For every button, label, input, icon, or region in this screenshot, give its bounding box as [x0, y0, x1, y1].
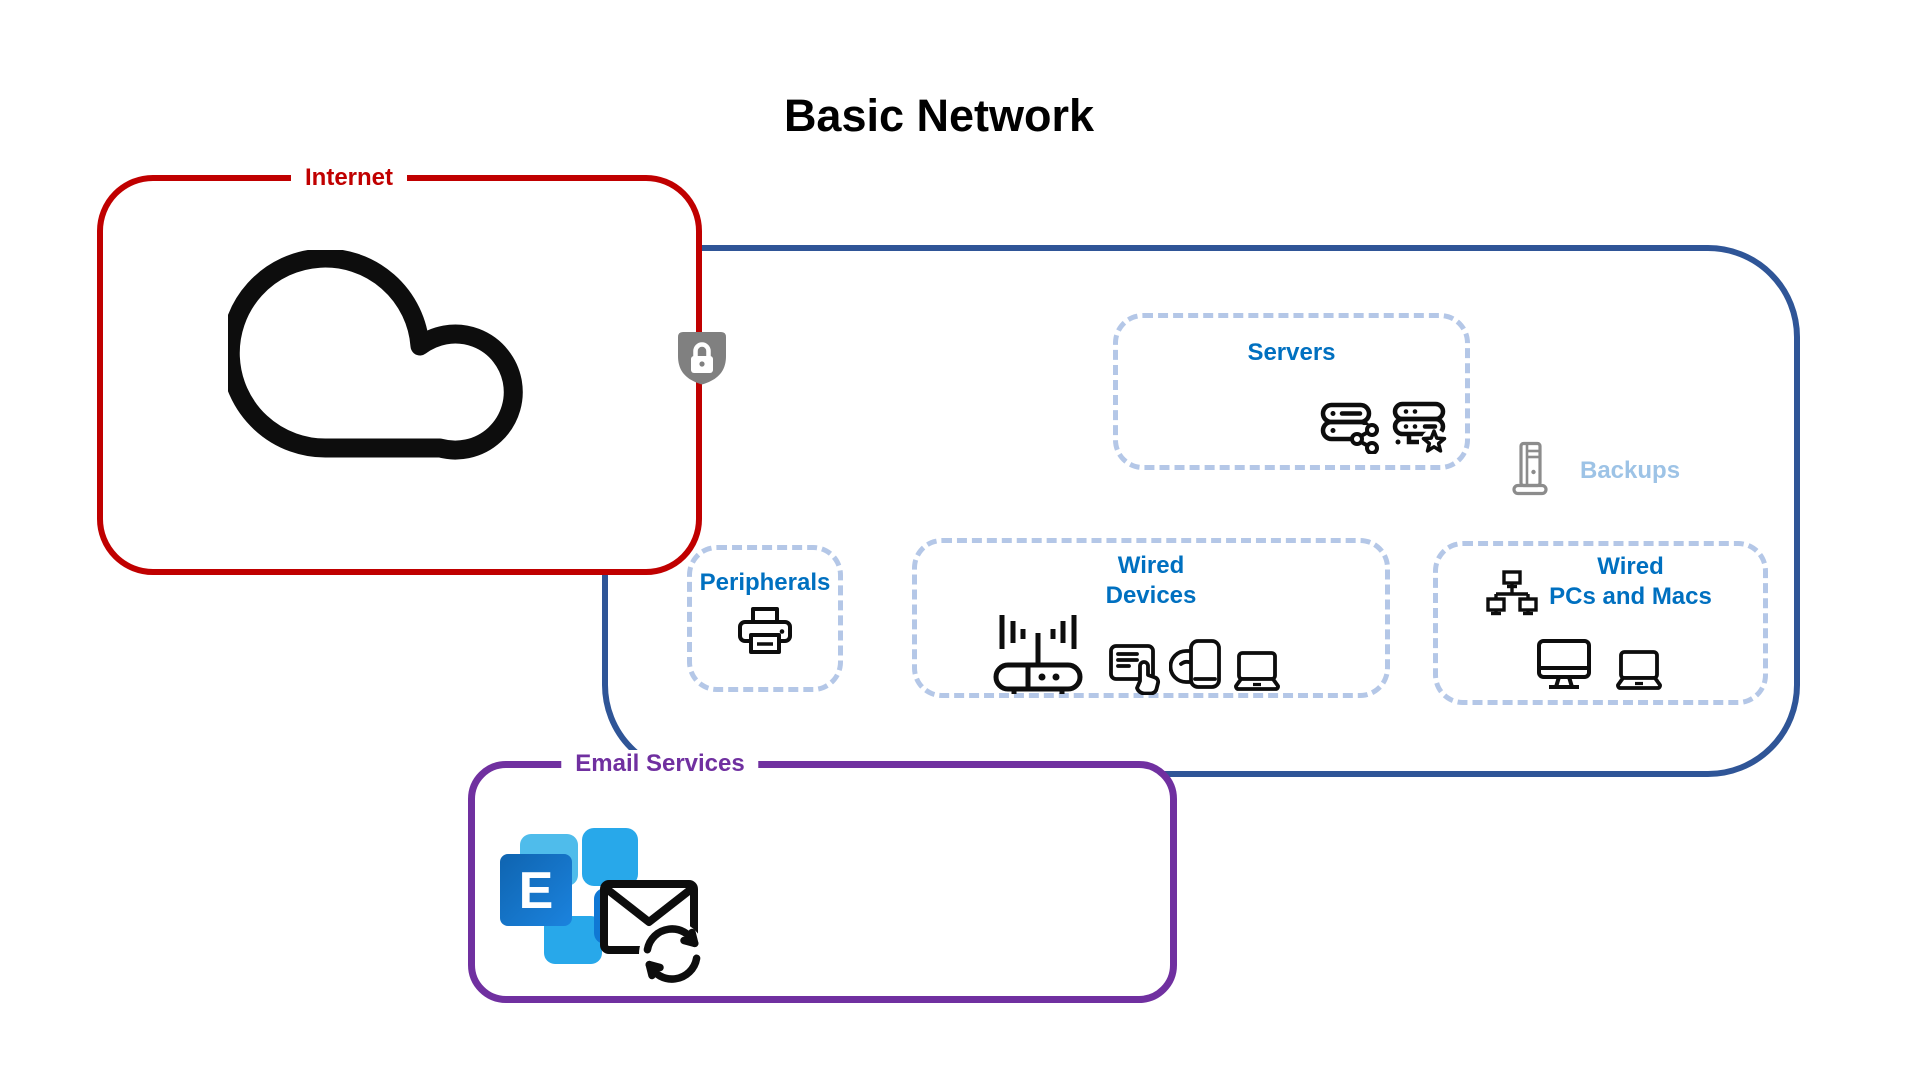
wired-devices-label-line1: Wired [1117, 552, 1185, 579]
backup-drive-icon [1512, 441, 1548, 496]
server-star-icon [1392, 401, 1447, 454]
laptop-icon [1234, 651, 1280, 691]
server-share-icon [1320, 402, 1379, 454]
email-group-box[interactable]: E [468, 761, 1177, 1003]
email-group-label: Email Services [561, 750, 759, 778]
internet-group-box[interactable] [97, 175, 702, 575]
printer-icon [738, 607, 792, 654]
network-tree-icon [1486, 570, 1538, 616]
backups-label: Backups [1580, 457, 1681, 484]
diagram-title: Basic Network [783, 90, 1095, 141]
laptop-icon [1616, 650, 1662, 690]
wired-pcs-zone-box[interactable]: Wired PCs and Macs [1433, 541, 1768, 705]
wired-devices-label-line2: Devices [1105, 582, 1197, 609]
wired-pcs-label-line2: PCs and Macs [1549, 583, 1712, 610]
exchange-letter: E [519, 862, 554, 920]
internet-group-label: Internet [290, 164, 408, 192]
cloud-icon [228, 250, 523, 460]
exchange-logo: E [500, 828, 705, 987]
servers-icons [1320, 400, 1451, 454]
wired-pcs-label-line1: Wired [1597, 553, 1664, 580]
shield-lock-icon [678, 332, 726, 385]
servers-zone-label: Servers [1247, 339, 1336, 366]
wired-devices-zone-label: Wired Devices [917, 551, 1385, 611]
peripherals-zone-label: Peripherals [699, 569, 831, 596]
tablet-touch-icon [1109, 644, 1161, 695]
wired-devices-zone-box[interactable]: Wired Devices [912, 538, 1390, 698]
peripherals-zone-box[interactable]: Peripherals [687, 545, 843, 692]
router-icon [993, 615, 1083, 694]
wired-pcs-zone-label: Wired PCs and Macs [1493, 552, 1768, 612]
phone-hand-icon [1169, 639, 1221, 689]
desktop-icon [1537, 639, 1591, 689]
servers-zone-box[interactable]: Servers [1113, 313, 1470, 470]
